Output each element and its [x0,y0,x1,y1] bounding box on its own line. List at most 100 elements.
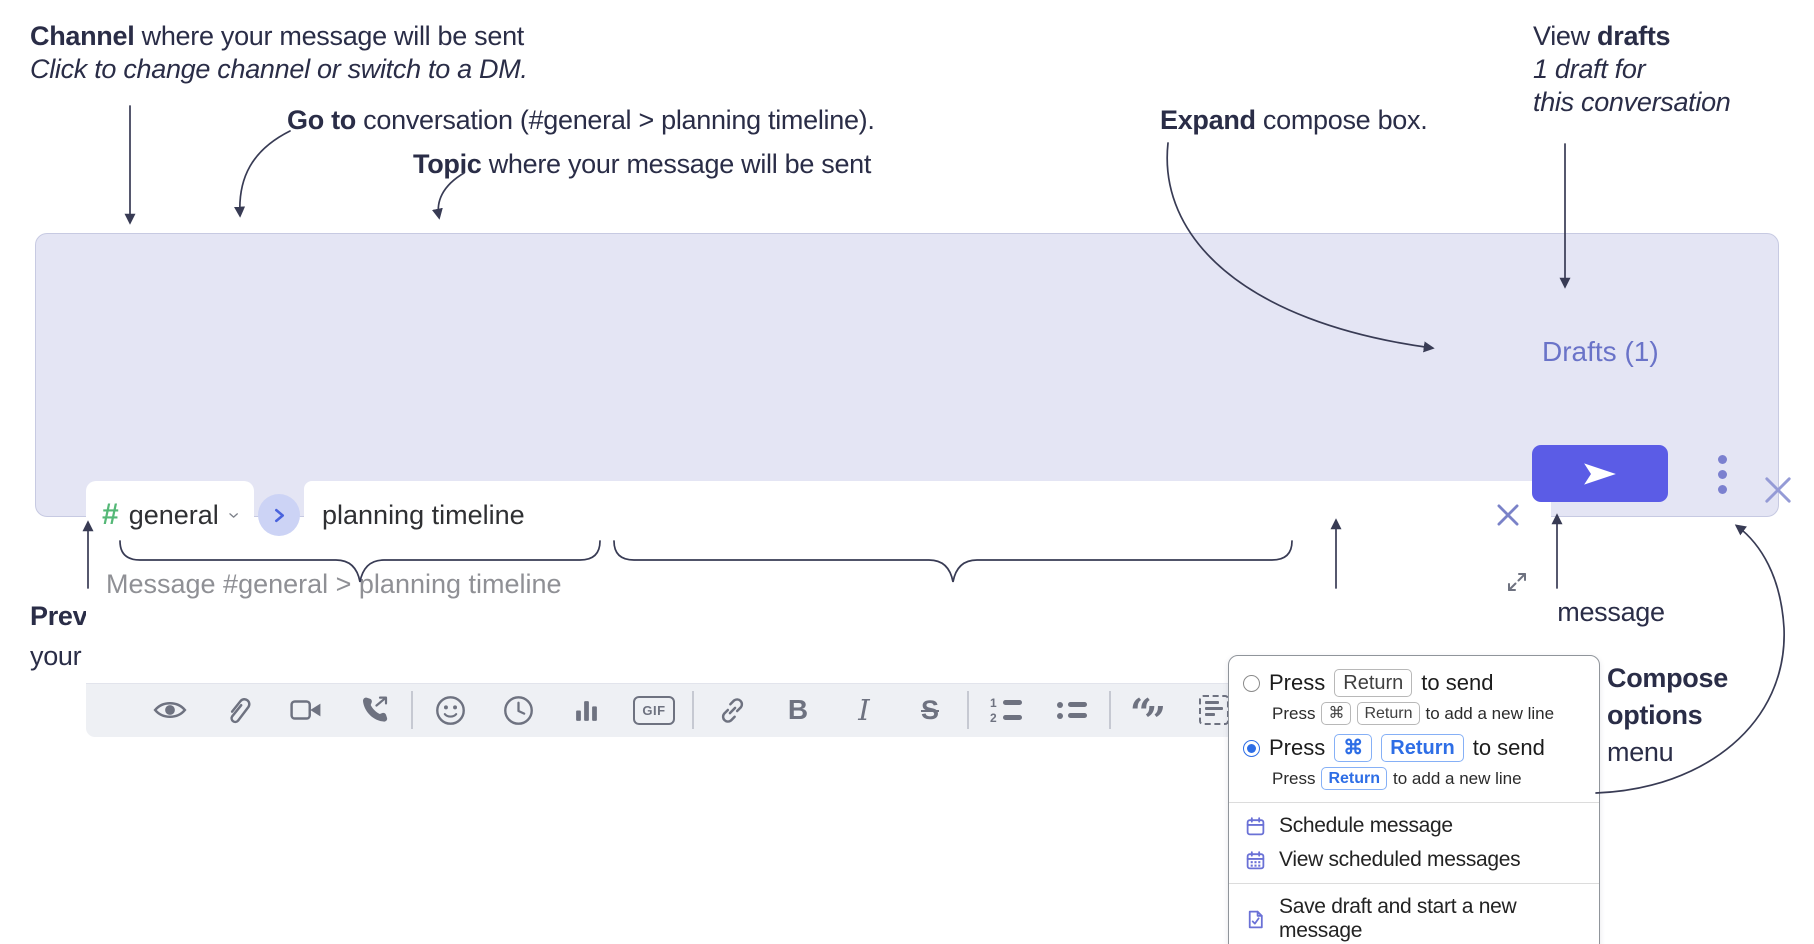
goto-annotation: Go to conversation (#general > planning … [287,104,875,137]
numbered-list-1: 1 [990,695,997,710]
go-to-conversation-button[interactable] [258,494,300,536]
chevron-right-icon [274,508,284,522]
paperclip-icon [230,698,251,724]
topic-annotation: Topic where your message will be sent [413,148,871,181]
ellipsis-dot [1717,469,1727,479]
drafts-link[interactable]: Drafts (1) [1542,336,1659,367]
channel-annotation-bold: Channel [30,21,135,51]
audio-call-button[interactable] [352,688,396,732]
toolbar-divider [967,691,969,729]
opt1-press: Press [1269,670,1326,695]
expand-annotation: Expand compose box. [1160,104,1428,137]
topic-annotation-bold: Topic [413,149,482,179]
menu-divider [1229,883,1599,884]
menu-item-view-scheduled-messages-label: View scheduled messages [1279,848,1521,871]
add-emoji-button[interactable] [428,688,472,732]
close-icon[interactable] [1762,474,1794,506]
menu-item-schedule-message[interactable]: Schedule message [1229,809,1599,843]
view-drafts-annotation-sub1: 1 draft for [1533,54,1646,84]
smiley-icon [435,695,465,725]
kbd-return: Return [1334,669,1413,697]
bold-button[interactable]: B [776,688,820,732]
chevron-down-icon [229,512,238,518]
quote-icon: “ ” [1130,690,1166,740]
menu-option-cmd-enter-sends[interactable]: Press ⌘ Return to send [1229,731,1599,765]
compose-options-annotation-r: menu [1607,737,1674,767]
topic-clear-icon[interactable] [1494,501,1522,529]
compose-options-menu: Press Return to send Press ⌘ Return to a… [1228,655,1600,944]
toolbar-divider [692,691,694,729]
bulleted-list-icon [1057,701,1087,719]
compose-options-menu-button[interactable] [1700,447,1744,501]
insert-link-button[interactable] [710,688,754,732]
topic-input[interactable] [304,481,1551,549]
kbd-return-blue: Return [1381,734,1464,762]
add-gif-button[interactable]: GIF [632,688,676,732]
channel-picker[interactable]: # general [86,481,254,549]
topic-annotation-rest: where your message will be sent [481,149,872,179]
send-plane-icon [1584,462,1616,485]
goto-annotation-bold: Go to [287,105,356,135]
bulleted-list-button[interactable] [1050,688,1094,732]
compose-options-annotation: Compose options menu [1607,660,1728,771]
view-drafts-annotation-pre: View [1533,21,1598,51]
menu-option-cmd-enter-sends-sub: Press Return to add a new line [1229,765,1599,796]
preview-button[interactable] [148,688,192,732]
quote-open: “ [1130,690,1152,735]
channel-annotation-rest: where your message will be sent [134,21,525,51]
add-global-time-button[interactable] [496,688,540,732]
numbered-list-button[interactable]: 1 2 [984,688,1028,732]
strikethrough-icon: S [920,694,939,725]
calendar-dots-icon [1246,850,1265,869]
video-camera-icon [290,700,321,720]
opt2-sub-press: Press [1272,768,1316,788]
opt2-tail: to send [1472,735,1545,760]
send-button[interactable] [1532,445,1668,502]
menu-option-enter-sends[interactable]: Press Return to send [1229,666,1599,700]
kbd-return: Return [1357,702,1420,725]
opt1-sub-tail: to add a new line [1425,703,1555,723]
compose-options-annotation-b1: Compose [1607,663,1728,693]
menu-divider [1229,802,1599,803]
bar-chart-icon [575,700,597,721]
menu-item-view-scheduled-messages[interactable]: View scheduled messages [1229,843,1599,877]
kbd-cmd: ⌘ [1321,702,1352,725]
italic-icon: I [858,693,870,727]
kbd-cmd-blue: ⌘ [1334,734,1373,762]
save-draft-icon [1248,910,1263,928]
menu-item-save-draft-label: Save draft and start a new message [1279,895,1517,942]
numbered-list-icon: 1 2 [990,695,1022,724]
ellipsis-dot [1717,484,1727,494]
goto-annotation-rest: conversation (#general > planning timeli… [355,105,875,135]
radio-selected-icon[interactable] [1243,739,1260,757]
radio-unselected-icon[interactable] [1243,674,1260,692]
menu-item-save-draft[interactable]: Save draft and start a new message [1229,890,1599,944]
italic-button[interactable]: I [842,688,886,732]
phone-call-icon [363,696,388,722]
attach-file-button[interactable] [216,688,260,732]
video-call-button[interactable] [284,688,328,732]
quote-button[interactable]: “ ” [1126,688,1170,740]
compose-options-annotation-b2: options [1607,700,1703,730]
calendar-icon [1246,816,1265,835]
bold-icon: B [787,694,809,725]
clock-icon [503,695,533,725]
link-icon [721,697,743,723]
eye-icon [153,701,187,719]
opt2-sub-tail: to add a new line [1393,768,1522,788]
toolbar-divider [1109,691,1111,729]
add-poll-button[interactable] [564,688,608,732]
opt2-press: Press [1269,735,1326,760]
gif-icon: GIF [633,695,675,725]
quote-close: ” [1144,698,1166,743]
view-drafts-annotation-bold: drafts [1597,21,1671,51]
toolbar-divider [411,691,413,729]
channel-annotation: Channel where your message will be sent … [30,20,528,86]
expand-compose-icon[interactable] [1506,571,1528,593]
opt1-sub-press: Press [1272,703,1316,723]
menu-item-schedule-message-label: Schedule message [1279,814,1453,837]
ellipsis-dot [1717,454,1727,464]
channel-hash-icon: # [102,498,119,531]
strikethrough-button[interactable]: S [908,688,952,732]
